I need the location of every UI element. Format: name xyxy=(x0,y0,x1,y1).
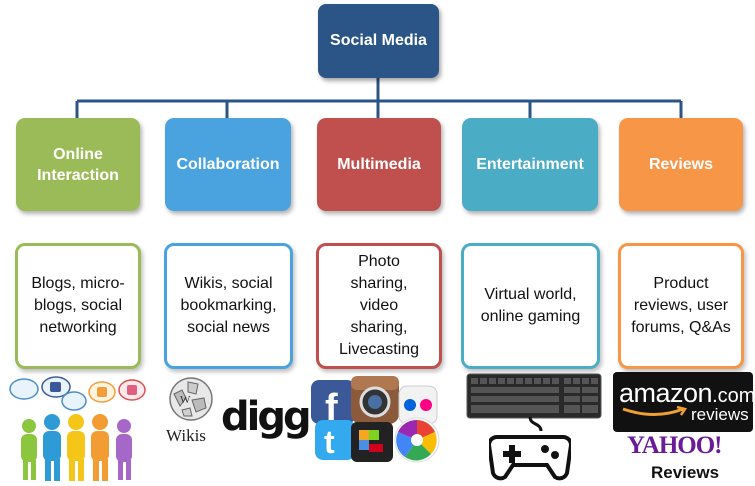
root-node: Social Media xyxy=(318,4,439,78)
amazon-smile-icon xyxy=(622,406,688,416)
digg-logo: digg xyxy=(221,394,312,440)
category-label: Entertainment xyxy=(476,156,584,173)
amazon-reviews-text: reviews xyxy=(691,405,749,424)
keyboard-icon xyxy=(466,373,602,419)
yahoo-reviews-caption: Reviews xyxy=(651,463,720,482)
category-label: Reviews xyxy=(648,156,714,173)
description-text: Wikis, social bookmarking, social news xyxy=(180,275,277,336)
wikipedia-logo-text: Wikis xyxy=(166,426,206,445)
category-collaboration: Collaboration xyxy=(165,118,291,211)
category-online-interaction: Online Interaction xyxy=(16,118,140,211)
svg-text:t: t xyxy=(324,424,335,460)
category-label: Collaboration xyxy=(176,156,280,173)
category-label: Online Interaction xyxy=(37,145,119,184)
yahoo-logo: YAHOO! xyxy=(627,432,722,459)
description-multimedia: Photo sharing, video sharing, Livecastin… xyxy=(316,243,442,369)
description-text: Virtual world, online gaming xyxy=(480,286,581,325)
description-text: Blogs, micro-blogs, social networking xyxy=(31,275,125,336)
wikipedia-globe-icon: W xyxy=(169,377,213,421)
category-label: Multimedia xyxy=(337,156,421,173)
description-text: Product reviews, user forums, Q&As xyxy=(631,275,731,336)
description-reviews: Product reviews, user forums, Q&As xyxy=(618,243,744,369)
svg-text:W: W xyxy=(180,394,191,406)
category-entertainment: Entertainment xyxy=(462,118,598,211)
facebook-icon: f xyxy=(311,380,355,429)
twitter-icon: t xyxy=(315,420,355,460)
amazon-tld: .com xyxy=(712,385,755,407)
gamepad-icon xyxy=(489,416,571,481)
people-speech-bubbles-icon xyxy=(9,376,146,481)
description-entertainment: Virtual world, online gaming xyxy=(461,243,600,369)
instagram-icon xyxy=(351,376,399,424)
svg-text:f: f xyxy=(325,387,338,429)
multimedia-icons-cluster: f t xyxy=(311,376,440,463)
amazon-word: amazon xyxy=(619,378,713,408)
root-label: Social Media xyxy=(330,32,427,49)
flickr-icon xyxy=(398,385,438,425)
description-collaboration: Wikis, social bookmarking, social news xyxy=(164,243,293,369)
amazon-reviews-logo: amazon.com reviews xyxy=(613,372,755,432)
description-text: Photo sharing, video sharing, Livecastin… xyxy=(339,253,420,358)
category-multimedia: Multimedia xyxy=(317,118,441,211)
description-online-interaction: Blogs, micro-blogs, social networking xyxy=(15,243,141,369)
picasa-icon xyxy=(394,417,440,463)
multimedia-e-icon xyxy=(351,422,393,462)
category-reviews: Reviews xyxy=(619,118,743,211)
